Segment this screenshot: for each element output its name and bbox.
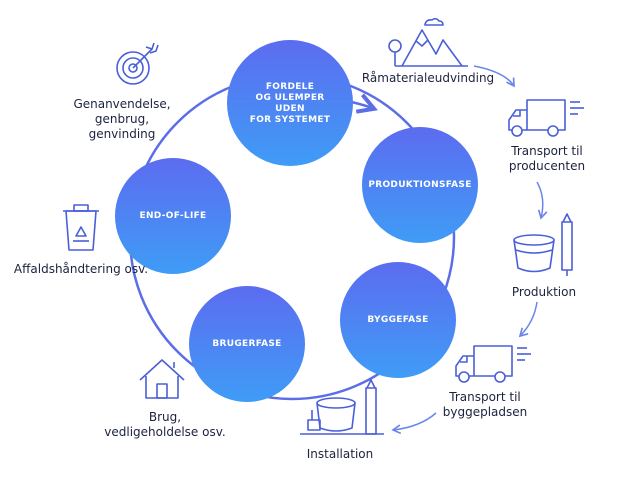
node-brugerfase-label: BRUGERFASE xyxy=(212,339,282,349)
node-systemet xyxy=(227,40,353,166)
node-byggefase xyxy=(340,262,456,378)
label-brug: Brug, vedligeholdelse osv. xyxy=(104,410,226,439)
flow-arrow-2 xyxy=(536,181,548,220)
bucket-icon xyxy=(513,213,573,276)
recycle-bin-icon xyxy=(63,204,99,251)
flow-arrow-3 xyxy=(518,301,538,338)
label-transport-byggepladsen: Transport til byggepladsen xyxy=(442,390,528,419)
node-brugerfase xyxy=(189,286,305,402)
node-end-of-life xyxy=(115,158,231,274)
label-affaldshaandtering: Affaldshåndtering osv. xyxy=(13,262,149,276)
node-byggefase-label: BYGGEFASE xyxy=(367,315,429,325)
label-produktion: Produktion xyxy=(511,285,577,299)
truck-icon-2 xyxy=(455,345,531,383)
mountains-icon xyxy=(388,17,468,67)
node-end-of-life-label: END-OF-LIFE xyxy=(139,211,207,221)
label-genanvendelse: Genanvendelse, genbrug, genvinding xyxy=(73,97,171,141)
installation-icon xyxy=(300,379,384,435)
flow-arrow-4 xyxy=(391,412,437,435)
truck-icon-1 xyxy=(508,99,584,137)
label-raamaterialeudvinding: Råmaterialeudvinding xyxy=(361,71,495,85)
node-produktionsfase-label: PRODUKTIONSFASE xyxy=(368,180,472,190)
node-systemet-label: FORDELE OG ULEMPER UDEN FOR SYSTEMET xyxy=(249,82,331,125)
flow-arrow-1 xyxy=(473,65,515,88)
house-icon xyxy=(139,359,185,399)
node-produktionsfase xyxy=(362,127,478,243)
label-transport-producenten: Transport til producenten xyxy=(508,144,586,173)
target-icon xyxy=(116,42,159,85)
label-installation: Installation xyxy=(306,447,374,461)
